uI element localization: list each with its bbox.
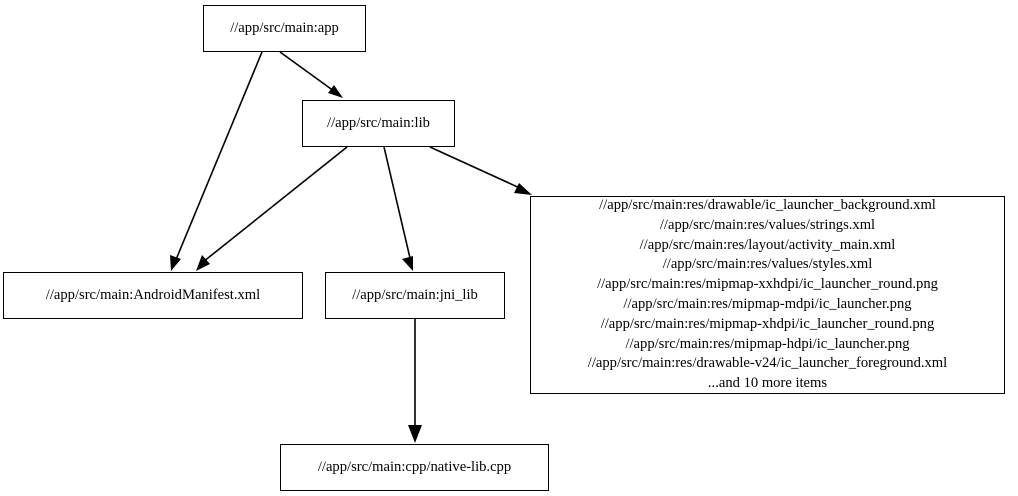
edge-jni-lib-to-native-lib-cpp — [408, 319, 422, 443]
node-native-lib-cpp[interactable]: //app/src/main:cpp/native-lib.cpp — [280, 444, 549, 491]
node-res-group-label: //app/src/main:res/drawable/ic_launcher_… — [587, 197, 948, 392]
edge-lib-to-androidmanifest — [196, 146, 348, 271]
node-native-lib-cpp-label: //app/src/main:cpp/native-lib.cpp — [317, 459, 512, 476]
node-androidmanifest[interactable]: //app/src/main:AndroidManifest.xml — [3, 272, 303, 319]
edge-app-to-androidmanifest — [170, 51, 263, 271]
node-app-label: //app/src/main:app — [230, 20, 339, 37]
node-res-group[interactable]: //app/src/main:res/drawable/ic_launcher_… — [530, 196, 1005, 394]
node-jni-lib[interactable]: //app/src/main:jni_lib — [325, 272, 505, 319]
edge-lib-to-jni-lib — [383, 146, 413, 271]
node-lib-label: //app/src/main:lib — [327, 115, 430, 132]
node-androidmanifest-label: //app/src/main:AndroidManifest.xml — [45, 287, 261, 304]
edge-app-to-lib — [279, 51, 343, 98]
node-lib[interactable]: //app/src/main:lib — [302, 100, 455, 147]
edge-lib-to-res-group — [429, 146, 532, 195]
node-app[interactable]: //app/src/main:app — [203, 5, 366, 52]
node-jni-lib-label: //app/src/main:jni_lib — [352, 287, 478, 304]
